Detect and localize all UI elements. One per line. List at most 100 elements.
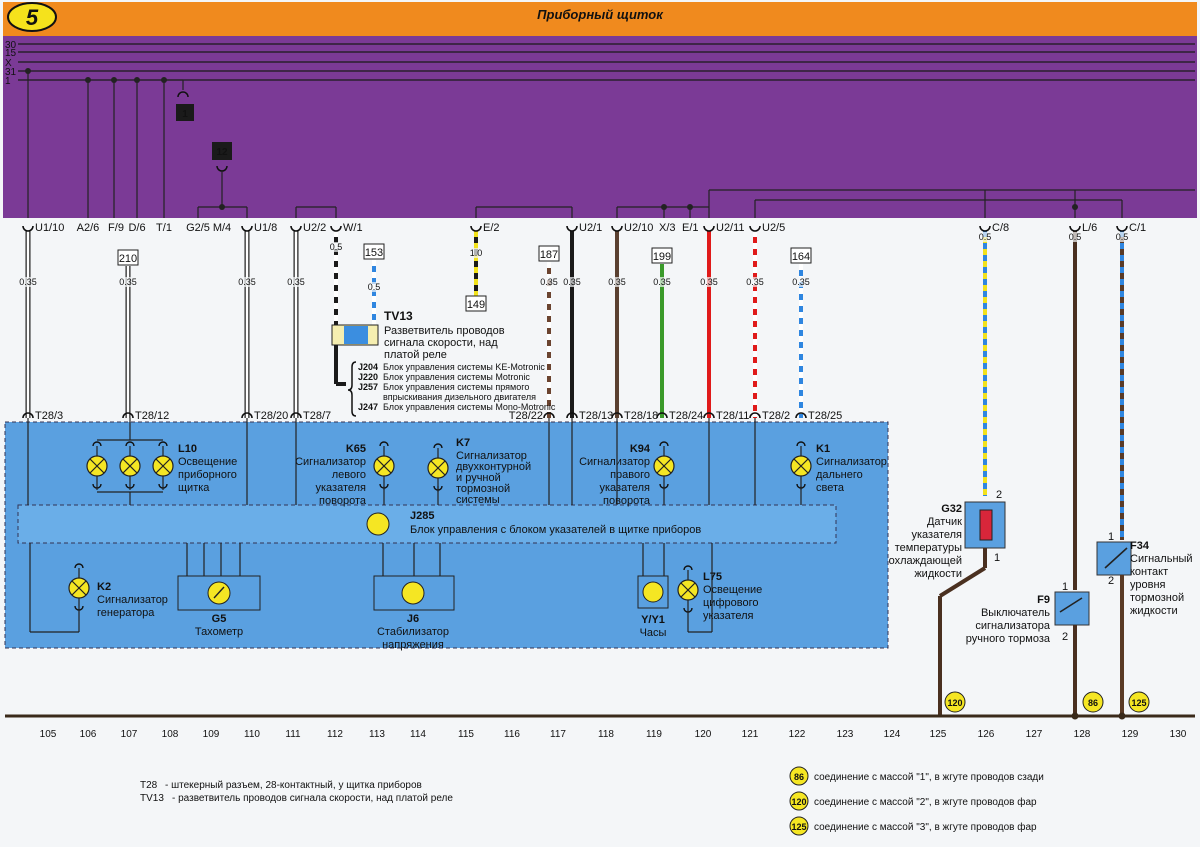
lamp-cross: [71, 580, 87, 596]
component-F34-description: контакт: [1130, 566, 1168, 578]
reference-box: [538, 245, 560, 262]
pin-icon: [433, 443, 443, 449]
column-number: 119: [646, 729, 662, 740]
bus-label-X: X: [5, 58, 12, 69]
component-G5-description: Тахометр: [195, 626, 243, 638]
connector-T28-11: T28/11: [716, 410, 749, 422]
pin-label: 2: [1062, 631, 1068, 643]
component-K94-description: указателя: [599, 482, 650, 494]
column-number: 126: [978, 729, 995, 740]
component-G32-description: жидкости: [914, 568, 962, 580]
lamp-cross: [656, 458, 672, 474]
column-number: 120: [695, 729, 712, 740]
marker-box: [176, 104, 194, 121]
junction-dot: [1071, 712, 1079, 720]
marker-box: [212, 142, 232, 160]
junction-dot: [687, 204, 693, 210]
component-K65-description: указателя: [315, 482, 366, 494]
connector-pin-icon: [22, 225, 34, 232]
connector-pin-icon: [290, 412, 302, 419]
ground-badge-120: [944, 691, 966, 713]
legend-badge-label: 120: [791, 797, 806, 807]
connector-pin-icon: [122, 412, 134, 419]
tv13-description: Разветвитель проводов: [384, 325, 505, 337]
connector-D-6: D/6: [128, 222, 145, 234]
wire-gauge: 0.35: [653, 277, 671, 287]
component-G32-code: G32: [941, 503, 962, 515]
connector-pin-icon: [795, 412, 807, 419]
connector-T28-18: T28/18: [624, 410, 658, 422]
column-number: 123: [837, 729, 854, 740]
component-K1-description: света: [816, 482, 845, 494]
components: L10ОсвещениеприборногощиткаK65Сигнализат…: [27, 418, 1193, 716]
bus-label-31: 31: [5, 67, 17, 78]
component-K7-description: и ручной: [456, 472, 501, 484]
component-K2-code: K2: [97, 581, 111, 593]
connector-T-1: T/1: [156, 222, 172, 234]
legend-badge: [789, 766, 809, 786]
ground-badge-86: [1082, 691, 1104, 713]
connector-pin-icon: [703, 412, 715, 419]
pin-icon: [659, 441, 669, 447]
component-F9-description: ручного тормоза: [966, 633, 1051, 645]
pin-label: 1: [994, 552, 1000, 564]
column-number: 129: [1122, 729, 1139, 740]
pin-label: 1: [1062, 581, 1068, 593]
ecu-code: J204: [358, 362, 378, 372]
component-K2-description: генератора: [97, 607, 155, 619]
ecu-code: J247: [358, 402, 378, 412]
component-F34-description: уровня: [1130, 579, 1166, 591]
legend-text: соединение с массой "2", в жгуте проводо…: [814, 796, 1037, 808]
connector-pin-icon: [290, 225, 302, 232]
legend: T28- штекерный разъем, 28-контактный, у …: [140, 766, 1044, 836]
column-number: 107: [121, 729, 138, 740]
component-K7-description: Сигнализатор: [456, 450, 527, 462]
wire: [938, 566, 987, 598]
switch-icon: [1104, 547, 1128, 569]
clock-icon: [642, 581, 664, 603]
junction-dot: [111, 77, 117, 83]
column-number: 106: [80, 729, 97, 740]
junction-dot: [661, 204, 667, 210]
marker-1: 1: [182, 109, 188, 120]
connector-T28-7: T28/7: [303, 410, 331, 422]
component-J6-description: напряжения: [382, 639, 444, 651]
column-number: 112: [327, 729, 343, 740]
column-number: 121: [742, 729, 759, 740]
junction-dot: [219, 204, 225, 210]
gauge-bg: [329, 242, 343, 252]
connector-pin-icon: [470, 225, 482, 232]
ground-badge-125: [1128, 691, 1150, 713]
gauge-bg: [794, 277, 808, 287]
wire-gauge: 0.35: [746, 277, 764, 287]
f9-switch: [1054, 591, 1090, 626]
wire-gauge: 0.35: [287, 277, 305, 287]
lamp-cross: [430, 460, 446, 476]
component-L75-description: Освещение: [703, 584, 762, 596]
component-J285-description: Блок управления с блоком указателей в щи…: [410, 524, 701, 536]
connector-pin-icon: [566, 412, 578, 419]
connector-T28-13: T28/13: [579, 410, 613, 422]
wire-gauge: 1.0: [470, 248, 483, 258]
connector-pin-icon: [1069, 225, 1081, 232]
column-number: 127: [1026, 729, 1043, 740]
gauge-bg: [1115, 232, 1129, 242]
legend-code: TV13: [140, 793, 164, 804]
component-F9-description: Выключатель: [981, 607, 1050, 619]
gauge-bg: [610, 277, 624, 287]
connector-pin-icon: [22, 412, 34, 419]
column-number: 105: [40, 729, 57, 740]
connector-U2-5: U2/5: [762, 222, 785, 234]
gauge-bg: [702, 277, 716, 287]
bus-area: [3, 36, 1197, 218]
gauge-needle: [213, 586, 225, 599]
column-number: 110: [244, 729, 260, 740]
j285-transistor-icon: [366, 512, 390, 536]
column-number: 125: [930, 729, 947, 740]
connector-pin-icon: [749, 412, 761, 419]
header-bar: [3, 2, 1197, 36]
connector-pin-icon: [703, 225, 715, 232]
